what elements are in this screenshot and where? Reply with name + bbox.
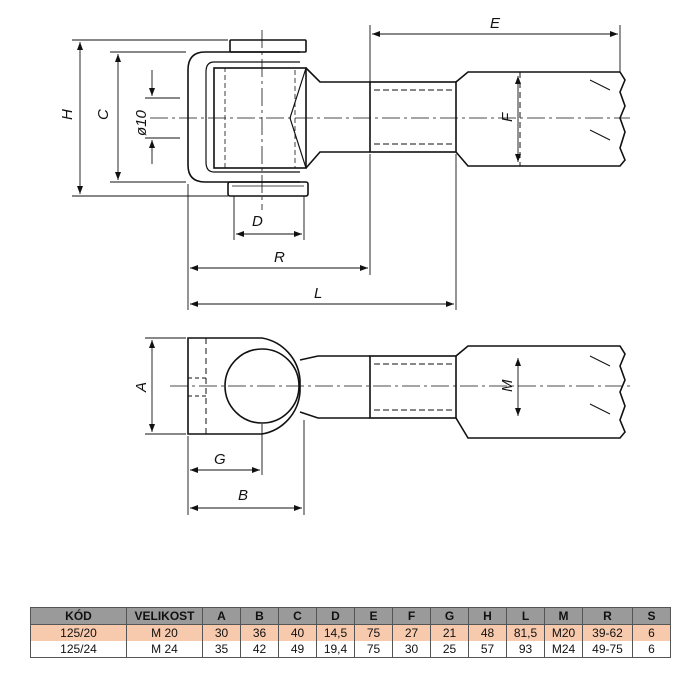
dim-label-phi: ø10 <box>133 109 150 136</box>
dim-label-m: M <box>499 379 516 392</box>
table-header-cell: B <box>240 607 279 625</box>
dim-label-l: L <box>314 285 322 302</box>
hinge-top-cap <box>229 39 307 53</box>
table-header-cell: D <box>316 607 355 625</box>
table-cell: 48 <box>468 624 507 641</box>
table-cell: 27 <box>392 624 431 641</box>
table-cell: 21 <box>430 624 469 641</box>
table-cell: 6 <box>632 641 671 658</box>
weld-plate-bottom <box>455 345 626 439</box>
table-header-cell: H <box>468 607 507 625</box>
table-cell: M20 <box>544 624 583 641</box>
dim-label-c: C <box>95 109 112 120</box>
hinge-eye <box>187 337 301 435</box>
hinge-bottom-nut <box>227 181 309 197</box>
table-header-cell: M <box>544 607 583 625</box>
hinge-rod-bottom <box>369 355 457 419</box>
dim-label-d: D <box>252 213 263 230</box>
table-cell: 19,4 <box>316 641 355 658</box>
table-header-cell: F <box>392 607 431 625</box>
table-header-cell: R <box>582 607 633 625</box>
dim-label-h: H <box>59 109 76 120</box>
table-header-cell: VELIKOST <box>126 607 203 625</box>
table-cell: 75 <box>354 624 393 641</box>
dim-label-a: A <box>133 382 150 393</box>
hinge-neck <box>305 67 370 169</box>
table-cell: M 20 <box>126 624 203 641</box>
table-cell: 40 <box>278 624 317 641</box>
hinge-rod <box>369 81 457 153</box>
table-cell: 25 <box>430 641 469 658</box>
table-cell: 30 <box>202 624 241 641</box>
hinge-bracket <box>187 51 300 183</box>
table-cell: 75 <box>354 641 393 658</box>
table-header-cell: E <box>354 607 393 625</box>
dim-label-b: B <box>238 487 248 504</box>
table-cell: 42 <box>240 641 279 658</box>
bottom-view <box>170 337 630 439</box>
table-cell: M 24 <box>126 641 203 658</box>
table-cell: 93 <box>506 641 545 658</box>
table-cell: 14,5 <box>316 624 355 641</box>
table-header-cell: G <box>430 607 469 625</box>
table-cell: 81,5 <box>506 624 545 641</box>
table-cell: M24 <box>544 641 583 658</box>
dim-label-g: G <box>214 451 226 468</box>
table-cell: 36 <box>240 624 279 641</box>
table-cell: 125/20 <box>30 624 127 641</box>
weld-plate <box>455 71 626 167</box>
table-cell: 6 <box>632 624 671 641</box>
table-header-cell: KÓD <box>30 607 127 625</box>
table-cell: 39-62 <box>582 624 633 641</box>
dim-label-f: F <box>499 112 516 122</box>
table-cell: 30 <box>392 641 431 658</box>
top-dimensions <box>72 25 621 310</box>
table-cell: 125/24 <box>30 641 127 658</box>
table-cell: 57 <box>468 641 507 658</box>
dim-label-e: E <box>490 15 501 32</box>
bottom-dimensions <box>145 337 521 515</box>
table-header-cell: A <box>202 607 241 625</box>
table-header-cell: S <box>632 607 671 625</box>
table-cell: 49 <box>278 641 317 658</box>
table-cell: 49-75 <box>582 641 633 658</box>
table-cell: 35 <box>202 641 241 658</box>
top-view <box>150 30 630 210</box>
table-header-cell: C <box>278 607 317 625</box>
table-header-cell: L <box>506 607 545 625</box>
dim-label-r: R <box>274 249 285 266</box>
technical-drawing: E H C ø10 F D R L A M G B <box>59 15 630 515</box>
